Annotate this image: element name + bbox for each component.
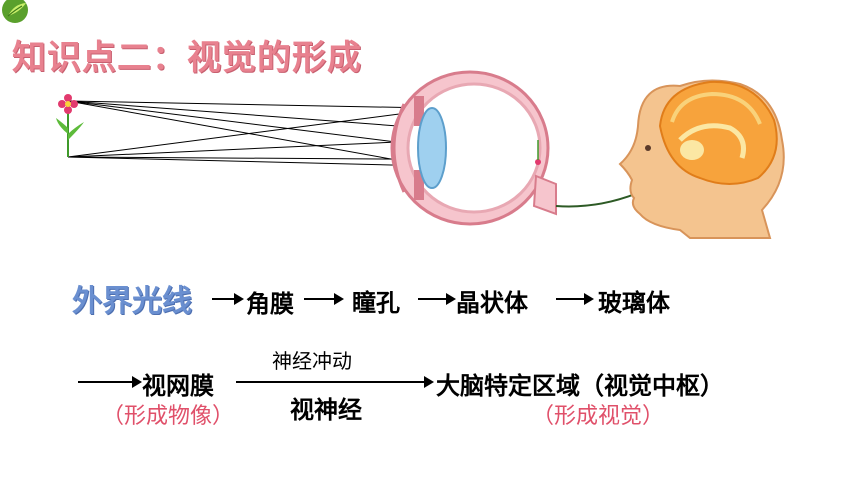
flow-lead-light: 外界光线 — [72, 284, 192, 319]
page-title: 知识点二：视觉的形成 — [12, 38, 362, 78]
flower-icon — [56, 94, 84, 157]
flow-step-pupil: 瞳孔 — [352, 289, 400, 317]
head-brain-icon — [618, 79, 785, 239]
eye-diagram — [56, 70, 785, 239]
flow-arrow-2 — [304, 293, 344, 305]
logo-leaf-icon — [2, 0, 28, 23]
flow-step-brain: 大脑特定区域（视觉中枢） — [436, 372, 724, 400]
flow-step-lens: 晶状体 — [456, 289, 528, 317]
flow-step-vitreous: 玻璃体 — [598, 289, 670, 317]
flow-label-optic-nerve: 视神经 — [290, 396, 362, 424]
flow-arrow-1 — [212, 293, 244, 305]
flow-arrow-4 — [556, 293, 594, 305]
flow-note-brain: （形成视觉） — [532, 404, 665, 429]
flow-label-nerve-impulse: 神经冲动 — [272, 349, 352, 373]
flow-step-cornea: 角膜 — [246, 290, 294, 318]
eye-icon — [390, 70, 557, 226]
flow-step-retina: 视网膜 — [142, 372, 214, 400]
flow-arrow-3 — [418, 293, 456, 305]
flow-note-retina: （形成物像） — [102, 404, 235, 429]
flow-arrow-5 — [78, 376, 142, 388]
flow-arrow-6 — [236, 376, 434, 388]
